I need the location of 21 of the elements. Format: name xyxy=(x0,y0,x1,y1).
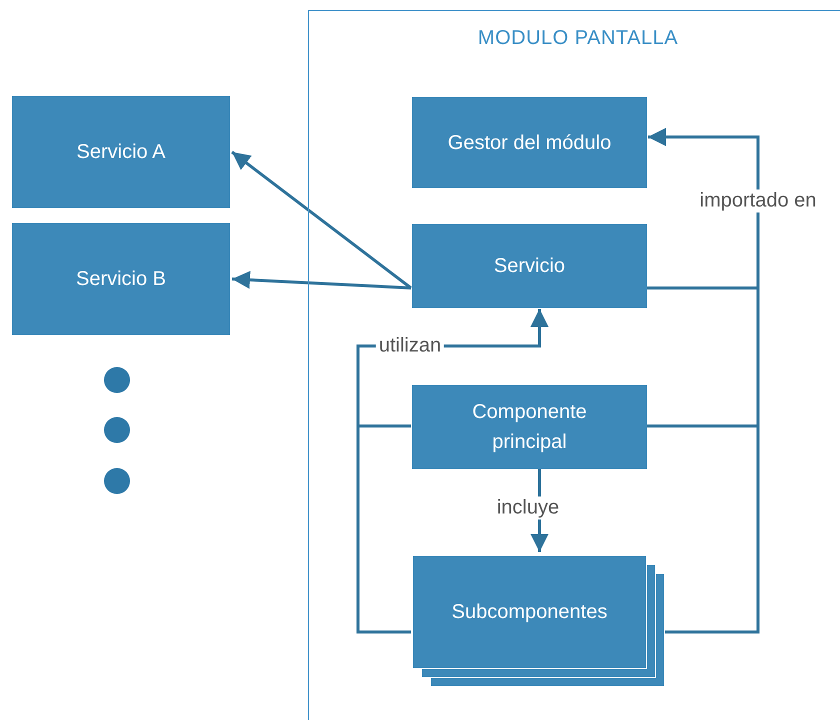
connector-arrow xyxy=(648,128,760,634)
box-label: Gestor del módulo xyxy=(448,130,612,156)
ellipsis-dot xyxy=(104,367,130,393)
connector-arrow xyxy=(231,150,412,290)
ellipsis-dot xyxy=(104,468,130,494)
connector-arrow xyxy=(356,309,548,634)
box-label: Servicio A xyxy=(76,140,166,165)
box-label: Subcomponentes xyxy=(452,600,608,625)
connector-arrow xyxy=(232,270,412,290)
module-part-box xyxy=(412,385,647,469)
ellipsis-dot xyxy=(104,417,130,443)
module-title: MODULO PANTALLA xyxy=(476,27,680,50)
box-label: Servicio B xyxy=(76,267,166,292)
box-label: Servicio xyxy=(494,254,566,279)
module-part-box xyxy=(12,223,230,335)
module-part-box xyxy=(412,555,647,669)
module-frame xyxy=(308,10,840,720)
module-part-box xyxy=(412,97,647,188)
module-part-box xyxy=(12,96,230,208)
box-label: Componente principal xyxy=(471,400,588,455)
module-part-box xyxy=(412,224,647,308)
